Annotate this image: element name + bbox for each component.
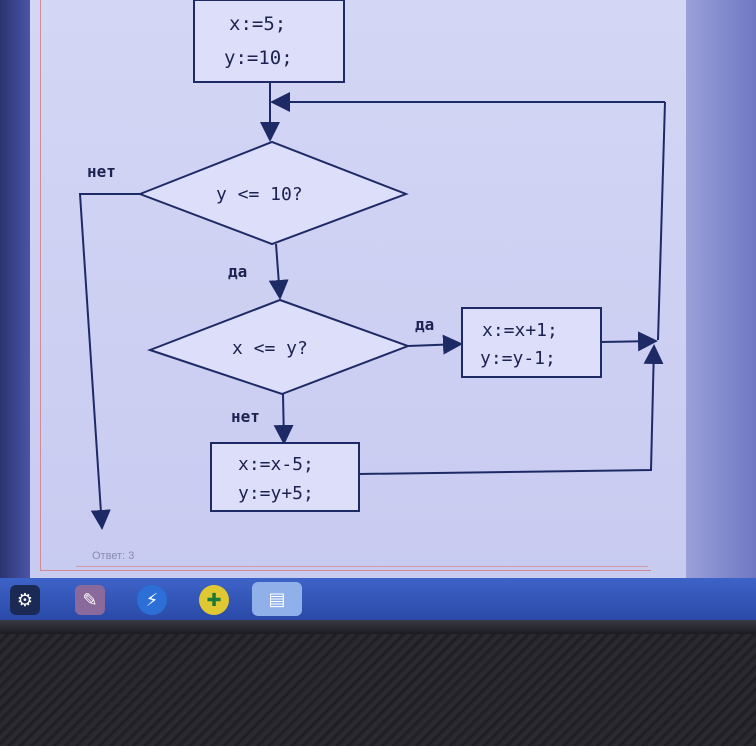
screen-left-edge <box>0 0 30 600</box>
arrow-box-no-to-loop <box>358 344 664 475</box>
cond1-diamond <box>137 140 409 246</box>
paint-icon[interactable]: ✎ <box>75 585 105 615</box>
plus-circle-icon[interactable]: ✚ <box>199 585 229 615</box>
lightning-icon[interactable]: ⚡ <box>137 585 167 615</box>
box-yes-line2: y:=y-1; <box>480 348 556 369</box>
box-no-line2: y:=y+5; <box>238 483 314 504</box>
cond2-text: x <= y? <box>232 338 308 359</box>
answer-underline <box>76 566 648 567</box>
flowchart: x:=5; y:=10; y <= 10? x <= y? x:=x+1; y:… <box>78 0 666 530</box>
page-border <box>40 0 651 571</box>
arrow-cond2-no <box>273 393 294 445</box>
notepad-icon[interactable]: ▤ <box>252 582 302 616</box>
loop-right-line <box>657 101 666 341</box>
label-cond2-yes: да <box>415 315 434 334</box>
laptop-edge <box>0 620 756 634</box>
answer-text: Ответ: 3 <box>92 550 135 562</box>
laptop-body <box>0 620 756 746</box>
arrow-cond2-yes <box>407 334 463 355</box>
init-line1: x:=5; <box>229 13 286 35</box>
steam-icon[interactable]: ⚙ <box>10 585 40 615</box>
box-yes-line1: x:=x+1; <box>482 320 558 341</box>
label-cond1-yes: да <box>228 262 247 281</box>
label-cond2-no: нет <box>231 407 260 426</box>
box-no <box>210 442 360 512</box>
cond1-text: y <= 10? <box>216 184 303 205</box>
arrow-cond1-yes <box>268 243 289 300</box>
box-no-line1: x:=x-5; <box>238 454 314 475</box>
init-line2: y:=10; <box>224 47 293 69</box>
arrow-cond1-no <box>78 193 140 530</box>
screen-right-edge <box>686 0 756 600</box>
arrow-box-yes-to-loop <box>600 331 658 352</box>
label-cond1-no: нет <box>87 162 116 181</box>
screen: x:=5; y:=10; y <= 10? x <= y? x:=x+1; y:… <box>0 0 756 620</box>
taskbar <box>0 578 756 620</box>
box-yes <box>461 307 602 378</box>
